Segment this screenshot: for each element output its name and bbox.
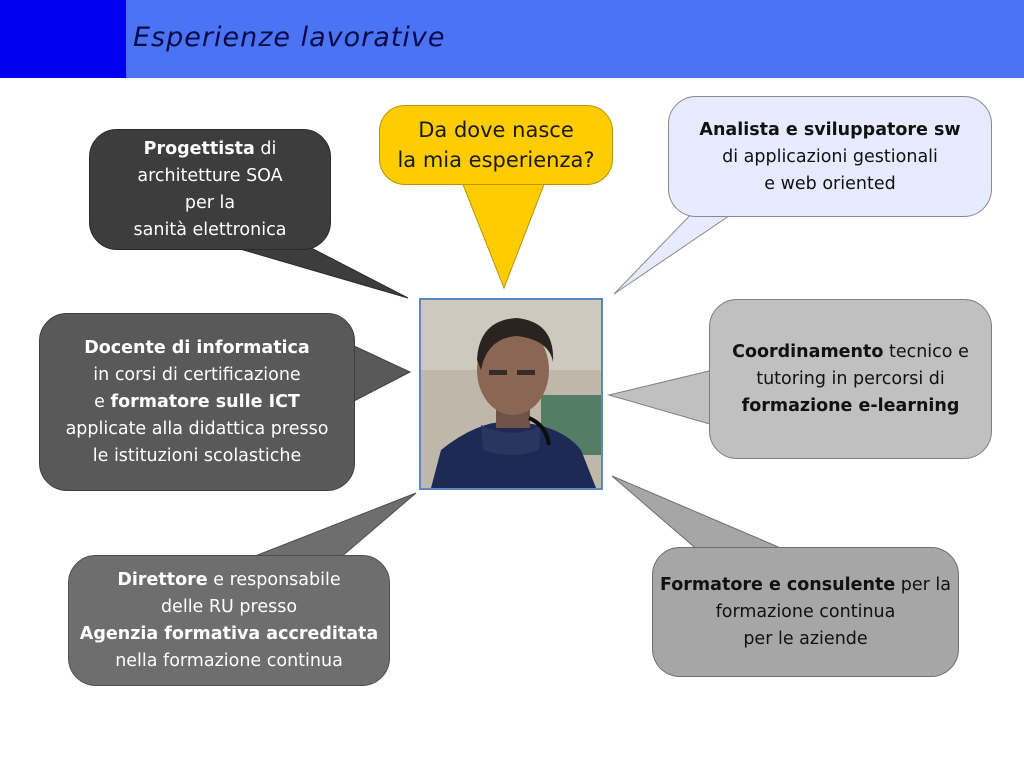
coordinamento-rest: tecnico e: [883, 341, 969, 362]
docente-line-5: le istituzioni scolastiche: [92, 445, 302, 466]
direttore-line-1: Direttore e responsabile: [117, 567, 340, 594]
direttore-rest: e responsabile: [207, 569, 341, 590]
tail-analista: [613, 204, 747, 295]
progettista-line-2: architetture SOA: [137, 165, 283, 186]
bubble-docente: Docente di informatica in corsi di certi…: [39, 313, 355, 491]
analista-line-2: di applicazioni gestionali: [722, 147, 938, 167]
analista-line-3: e web oriented: [764, 174, 896, 194]
header-accent-square: [0, 0, 126, 78]
tail-question: [461, 181, 546, 290]
tail-docente: [351, 344, 412, 403]
formatore-rest: per la: [895, 574, 951, 595]
bubble-formatore: Formatore e consulente per la formazione…: [652, 547, 959, 677]
docente-bold-2: formatore sulle ICT: [110, 391, 300, 412]
bubble-coordinamento: Coordinamento tecnico e tutoring in perc…: [709, 299, 992, 459]
portrait-image: [421, 300, 601, 488]
bubble-analista: Analista e sviluppatore sw di applicazio…: [668, 96, 992, 217]
bubble-question: Da dove nasce la mia esperienza?: [379, 105, 613, 185]
direttore-line-2: delle RU presso: [160, 596, 298, 617]
coordinamento-bold-2: formazione e-learning: [741, 395, 960, 416]
progettista-line-1: Progettista di: [144, 136, 277, 163]
direttore-line-4: nella formazione continua: [115, 650, 343, 671]
formatore-line-2: formazione continua: [715, 601, 896, 622]
avatar: [419, 298, 603, 490]
tail-direttore: [249, 492, 417, 559]
question-line-2: la mia esperienza?: [397, 148, 595, 172]
progettista-bold: Progettista: [143, 138, 255, 159]
header-bar: Esperienze lavorative: [0, 0, 1024, 78]
formatore-line-1: Formatore e consulente per la: [660, 572, 951, 599]
formatore-bold: Formatore e consulente: [660, 574, 896, 595]
coordinamento-line-1: Coordinamento tecnico e: [732, 339, 969, 366]
bubble-direttore: Direttore e responsabile delle RU presso…: [68, 555, 390, 686]
direttore-line-3: Agenzia formativa accreditata: [80, 621, 378, 648]
direttore-bold: Direttore: [117, 569, 208, 590]
progettista-line-3: per la: [184, 192, 236, 213]
coordinamento-bold: Coordinamento: [732, 341, 884, 362]
progettista-line-4: sanità elettronica: [133, 219, 287, 240]
direttore-bold-2: Agenzia formativa accreditata: [79, 623, 379, 644]
coordinamento-line-3: formazione e-learning: [742, 393, 960, 420]
tail-formatore: [611, 475, 791, 553]
bubble-progettista: Progettista di architetture SOA per la s…: [89, 129, 331, 250]
docente-line-4: applicate alla didattica presso: [65, 418, 329, 439]
analista-bold: Analista e sviluppatore sw: [699, 120, 961, 140]
docente-bold: Docente di informatica: [84, 337, 310, 358]
docente-line-1: Docente di informatica: [84, 335, 310, 362]
question-line-1: Da dove nasce: [418, 118, 574, 142]
docente-pre: e: [94, 391, 111, 412]
docente-line-2: in corsi di certificazione: [93, 364, 301, 385]
progettista-rest: di: [254, 138, 277, 159]
analista-line-1: Analista e sviluppatore sw: [699, 117, 960, 144]
docente-line-3: e formatore sulle ICT: [94, 389, 300, 416]
coordinamento-line-2: tutoring in percorsi di: [756, 368, 945, 389]
slide-title: Esperienze lavorative: [133, 22, 446, 53]
tail-coordinamento: [607, 369, 714, 426]
formatore-line-3: per le aziende: [743, 628, 868, 649]
